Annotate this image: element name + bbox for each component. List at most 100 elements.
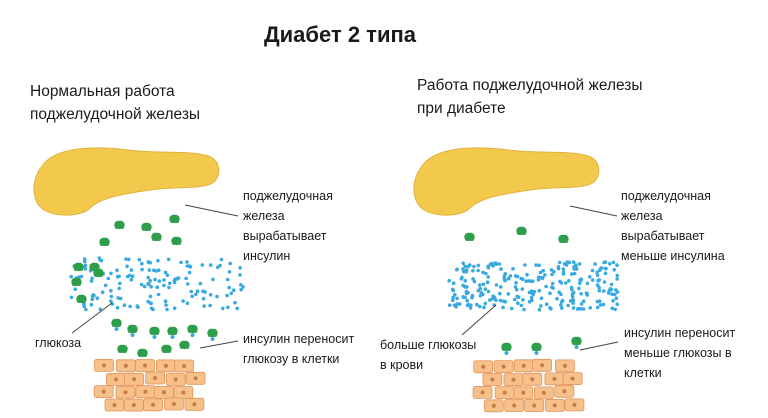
glucose-dot <box>595 283 600 287</box>
glucose-dot <box>225 277 230 282</box>
cell-nucleus <box>162 390 166 395</box>
right-pancreas-label-line-1: поджелудочная <box>621 189 711 203</box>
glucose-dot <box>503 272 508 276</box>
glucose-dot <box>463 278 468 283</box>
glucose-dot <box>520 287 525 291</box>
glucose-dot <box>590 268 595 273</box>
glucose-dot <box>609 282 614 287</box>
glucose-dot <box>153 277 157 282</box>
glucose-dot <box>235 306 239 311</box>
glucose-dot <box>537 307 542 312</box>
glucose-dot <box>519 303 524 308</box>
left-pancreas-label-line-4: инсулин <box>243 249 291 263</box>
glucose-dot <box>184 276 188 281</box>
insulin-molecule <box>71 277 82 287</box>
glucose-dot <box>578 281 582 286</box>
insulin-molecule <box>89 262 100 272</box>
glucose-dot <box>476 268 480 273</box>
right-transport-pointer <box>579 341 619 351</box>
insulin-molecule <box>76 294 87 304</box>
glucose-dot <box>499 267 503 271</box>
glucose-dot <box>565 260 569 264</box>
glucose-dot <box>195 289 200 294</box>
glucose-dot <box>569 285 574 290</box>
cell-nucleus <box>521 363 526 368</box>
left-pancreas-label-line-3: вырабатывает <box>243 229 327 243</box>
glucose-dot <box>484 271 488 276</box>
glucose-dot <box>455 267 459 272</box>
glucose-dot <box>516 301 520 306</box>
glucose-dot <box>447 303 452 308</box>
glucose-dot <box>603 271 608 276</box>
glucose-dot <box>461 295 466 300</box>
glucose-dot <box>555 296 559 301</box>
cell-nucleus <box>541 390 546 395</box>
glucose-dot <box>216 265 220 270</box>
glucose-dot <box>602 280 607 284</box>
cell-nucleus <box>151 402 156 407</box>
glucose-dot <box>140 261 144 266</box>
glucose-dot <box>559 303 563 307</box>
glucose-dot <box>514 281 518 285</box>
insulin-molecule <box>516 226 527 236</box>
glucose-dot <box>548 306 552 310</box>
glucose-dot <box>109 288 113 293</box>
cell-nucleus <box>193 376 198 381</box>
insulin-molecule <box>161 344 172 354</box>
cell-nucleus <box>562 389 567 394</box>
page-title: Диабет 2 типа <box>263 22 417 47</box>
glucose-dot <box>168 281 172 286</box>
glucose-dot <box>557 260 562 265</box>
glucose-dot <box>593 262 597 266</box>
glucose-dot <box>156 292 161 297</box>
insulin-molecule <box>151 232 162 242</box>
glucose-dot <box>465 285 469 289</box>
glucose-dot <box>485 280 490 285</box>
glucose-dot <box>238 266 242 270</box>
glucose-dot <box>202 304 206 308</box>
glucose-dot <box>561 267 566 271</box>
glucose-dot <box>522 307 526 312</box>
insulin-molecule <box>464 232 475 242</box>
cell-nucleus <box>491 403 496 408</box>
left-transport-pointer <box>199 340 239 349</box>
glucose-dot <box>148 294 153 299</box>
cell-nucleus <box>163 363 168 368</box>
glucose-dot <box>115 305 120 310</box>
glucose-dot <box>541 268 545 273</box>
glucose-dot <box>597 299 602 304</box>
right-pancreas-label-line-2: железа <box>621 209 663 223</box>
cell-nucleus <box>552 403 557 408</box>
right-heading: Работа поджелудочной железы при диабете <box>417 74 717 120</box>
glucose-dot <box>481 282 486 287</box>
cell-nucleus <box>171 402 176 406</box>
glucose-dot <box>559 300 564 304</box>
glucose-dot <box>90 297 95 302</box>
glucose-dot <box>239 287 243 292</box>
glucose-dot <box>497 262 502 266</box>
glucose-dot <box>146 275 150 280</box>
cell-nucleus <box>562 363 567 368</box>
glucose-dot <box>215 294 219 299</box>
glucose-dot <box>498 291 502 296</box>
glucose-dot <box>566 303 570 308</box>
glucose-dot <box>208 263 213 267</box>
glucose-dot <box>447 278 452 283</box>
bound-glucose-dot <box>574 345 579 349</box>
glucose-dot <box>148 279 152 283</box>
glucose-dot <box>511 267 515 271</box>
glucose-dot <box>185 260 189 264</box>
glucose-dot <box>539 304 543 308</box>
cell-nucleus <box>153 376 158 380</box>
glucose-dot <box>491 294 495 299</box>
glucose-dot <box>187 270 192 275</box>
glucose-dot <box>513 274 518 278</box>
glucose-dot <box>156 258 160 263</box>
glucose-dot <box>479 290 484 295</box>
glucose-dot <box>548 291 552 296</box>
glucose-dot <box>494 283 499 287</box>
glucose-dot <box>471 277 475 281</box>
glucose-dot <box>524 279 528 284</box>
glucose-dot <box>560 306 564 310</box>
insulin-molecule <box>187 324 198 334</box>
